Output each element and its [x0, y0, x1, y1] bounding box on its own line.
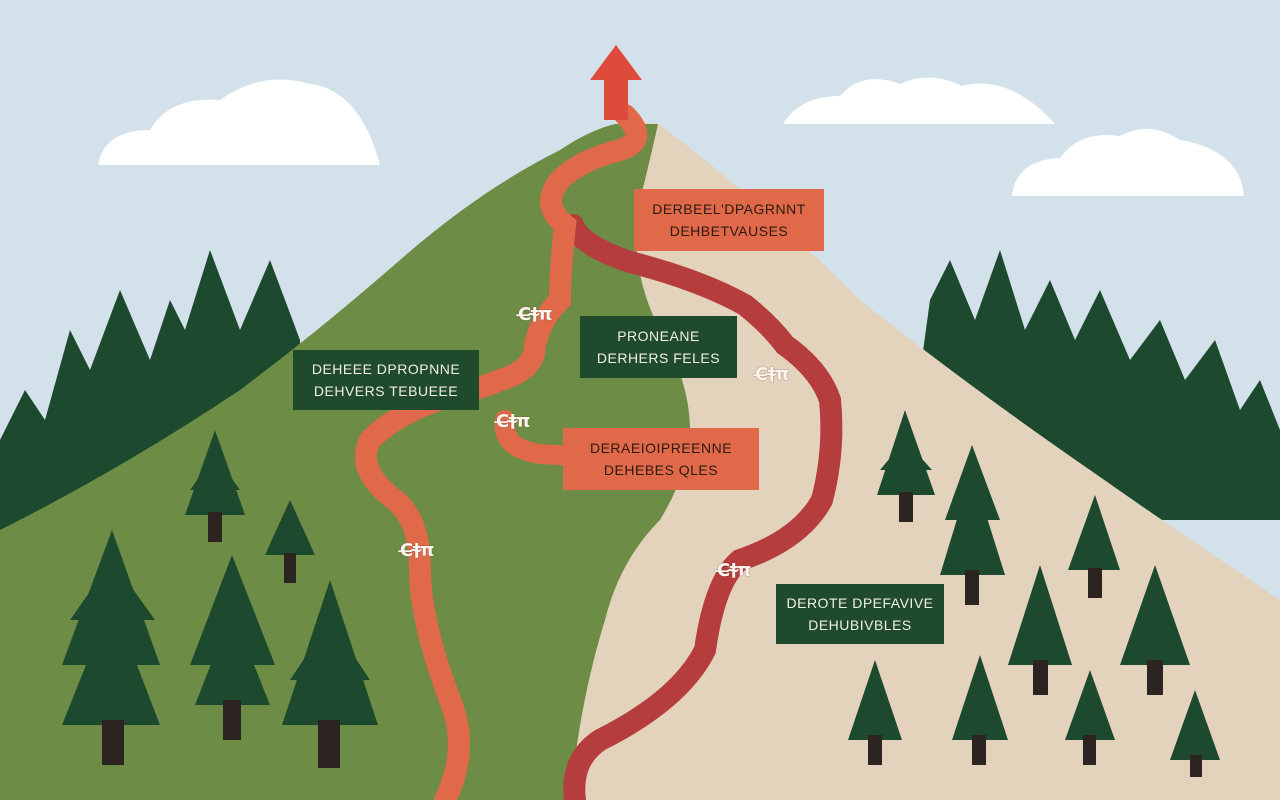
roadmap-label-5: DEROTE DPEFAVIVE DEHUBIVBLES — [776, 584, 944, 644]
cloud-right-top — [783, 77, 1055, 124]
trees-right-foreground — [848, 410, 1220, 777]
trees-left-foreground — [62, 430, 378, 768]
label-1-line2: DEHBETVAUSES — [669, 223, 789, 239]
trail-orange — [355, 104, 648, 800]
cloud-right-bottom — [1012, 128, 1244, 196]
roadmap-label-1: DERBEEL'DPAGRNNT DEHBETVAUSES — [634, 189, 824, 251]
label-3-line2: DEHVERS TEBUEEE — [313, 383, 459, 399]
summit-arrow-icon — [590, 45, 642, 120]
roadmap-label-4: DERAEIOIPREENNE DEHEBES QLES — [563, 428, 759, 490]
milestone-person-icon: C̶†̴π — [755, 364, 789, 385]
milestone-person-icon: C̶†̴π — [717, 560, 751, 581]
milestone-person-icon: C̶†̴π — [496, 411, 530, 432]
label-2-line2: DERHERS FELES — [596, 350, 721, 366]
label-4-line1: DERAEIOIPREENNE — [589, 440, 733, 456]
milestone-person-icon: C̶†̴π — [400, 540, 434, 561]
label-4-line2: DEHEBES QLES — [603, 462, 719, 478]
roadmap-label-3: DEHEEE DPROPNNE DEHVERS TEBUEEE — [293, 350, 479, 410]
trail-red — [562, 214, 843, 800]
label-5-line1: DEROTE DPEFAVIVE — [786, 595, 934, 611]
label-1-line1: DERBEEL'DPAGRNNT — [652, 201, 806, 217]
cloud-left — [98, 79, 380, 165]
label-3-line1: DEHEEE DPROPNNE — [311, 361, 461, 377]
label-2-line1: PRONEANE — [617, 328, 700, 344]
roadmap-label-2: PRONEANE DERHERS FELES — [580, 316, 737, 378]
mountain-green-side — [0, 124, 690, 800]
label-5-line2: DEHUBIVBLES — [808, 617, 912, 633]
milestone-person-icon: C̶†̴π — [518, 304, 552, 325]
